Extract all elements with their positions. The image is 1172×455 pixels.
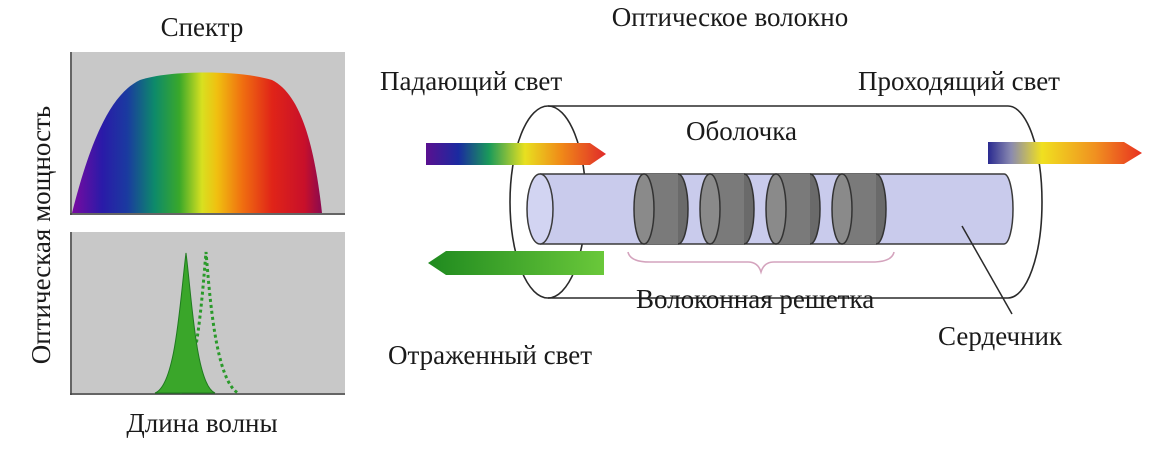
incident-light-label: Падающий свет bbox=[380, 66, 562, 96]
core-pointer-line bbox=[961, 225, 1013, 315]
y-axis-label: Оптическая мощность bbox=[26, 106, 56, 364]
input-spectrum-panel bbox=[70, 52, 345, 215]
core-label: Сердечник bbox=[938, 321, 1063, 351]
fiber-title: Оптическое волокно bbox=[612, 2, 848, 32]
fiber-grating bbox=[633, 173, 887, 245]
x-axis-label: Длина волны bbox=[126, 408, 277, 438]
fiber-grating-label: Волоконная решетка bbox=[636, 284, 874, 314]
reflected-light-label: Отраженный свет bbox=[388, 340, 592, 370]
transmitted-light-arrow bbox=[988, 142, 1142, 164]
transmitted-light-label: Проходящий свет bbox=[858, 66, 1060, 96]
reflected-spectrum-panel bbox=[70, 232, 345, 395]
broadband-spectrum bbox=[72, 72, 322, 213]
spectrum-title: Спектр bbox=[161, 12, 244, 42]
incident-light-arrow bbox=[426, 143, 606, 165]
reflected-light-arrow bbox=[428, 251, 604, 275]
cladding-label: Оболочка bbox=[686, 116, 797, 146]
reflected-peak bbox=[154, 252, 216, 394]
grating-brace bbox=[627, 251, 895, 275]
